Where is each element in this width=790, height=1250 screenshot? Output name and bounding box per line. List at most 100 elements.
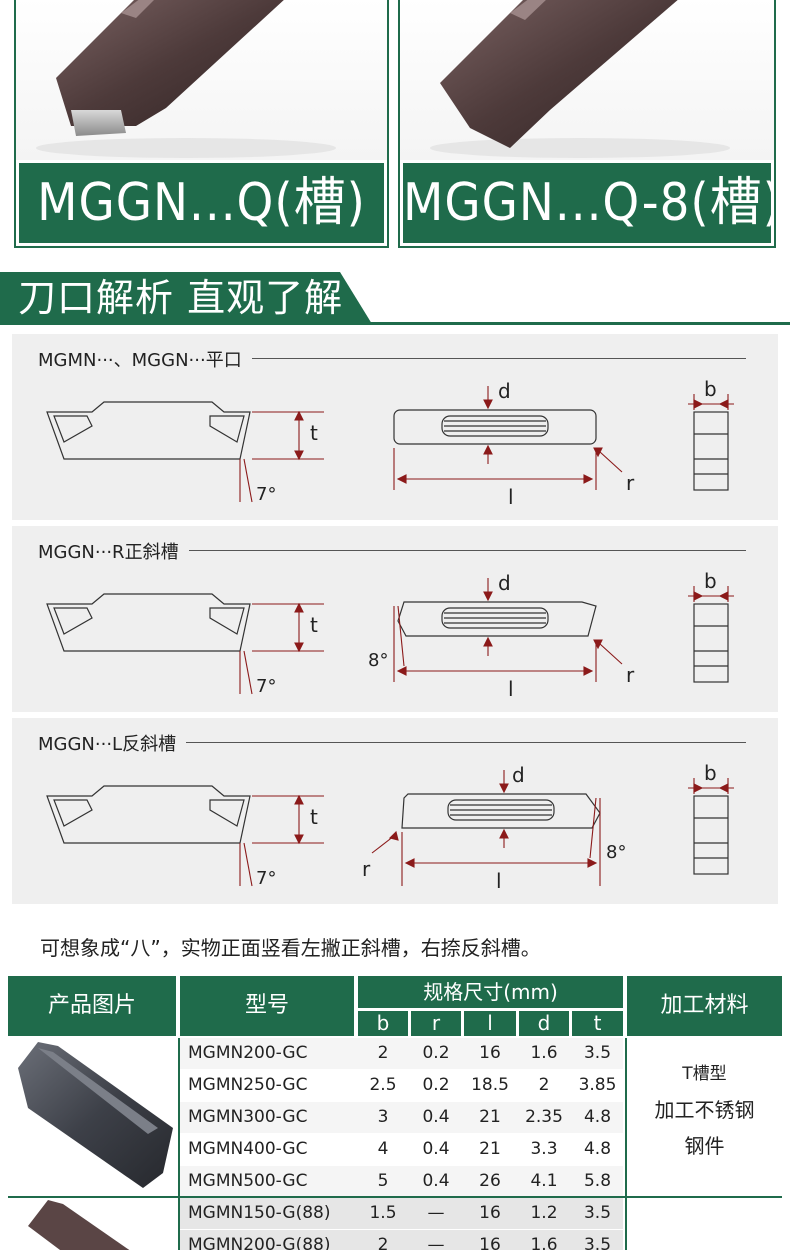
- angle-8: 8°: [606, 842, 626, 863]
- panel-divider: [38, 742, 746, 743]
- cell-model: MGMN500-GC: [188, 1171, 308, 1191]
- dim-t: t: [310, 805, 318, 829]
- panel-title: MGMN···、MGGN···平口: [38, 346, 252, 372]
- product-card-q8[interactable]: MGGN...Q-8(槽): [398, 0, 776, 248]
- cell-r: 0.2: [422, 1043, 450, 1063]
- dim-d: d: [498, 379, 511, 403]
- angle-7: 7°: [256, 868, 276, 889]
- dim-t: t: [310, 613, 318, 637]
- panel-title: MGGN···L反斜槽: [38, 730, 187, 756]
- cell-d: 2: [538, 1075, 550, 1095]
- diagram-left-slant: t 7° 8° d l r b: [46, 761, 734, 893]
- angle-7: 7°: [256, 484, 276, 505]
- cell-b: 1.5: [369, 1203, 397, 1223]
- cell-b: 4: [377, 1139, 389, 1159]
- diagram-right-slant: t 7° 8° d l r b: [46, 569, 734, 701]
- material-line: 加工不锈钢: [654, 1098, 755, 1122]
- subheader-d: d: [519, 1011, 569, 1036]
- dim-b: b: [704, 569, 717, 593]
- panel-divider: [38, 550, 746, 551]
- cell-r: 0.2: [422, 1075, 450, 1095]
- cell-l: 16: [479, 1203, 501, 1223]
- product-photo-q: [16, 0, 387, 160]
- cell-r: —: [427, 1235, 445, 1250]
- dim-d: d: [512, 763, 525, 787]
- column-divider: [625, 1038, 627, 1250]
- section-tab: [0, 272, 372, 324]
- dim-l: l: [508, 677, 514, 701]
- angle-8: 8°: [368, 650, 388, 671]
- cell-l: 18.5: [471, 1075, 509, 1095]
- diagram-panel-left-slant: MGGN···L反斜槽: [12, 718, 778, 904]
- column-divider: [178, 1038, 180, 1250]
- cell-l: 21: [479, 1107, 501, 1127]
- cell-d: 1.6: [530, 1043, 558, 1063]
- header-spec: 规格尺寸(mm): [358, 976, 623, 1008]
- dim-d: d: [498, 571, 511, 595]
- cell-b: 2: [377, 1235, 389, 1250]
- dim-b: b: [704, 377, 717, 401]
- cell-d: 1.6: [530, 1235, 558, 1250]
- cell-d: 4.1: [530, 1171, 558, 1191]
- subheader-l: l: [464, 1011, 516, 1036]
- cell-d: 3.3: [530, 1139, 558, 1159]
- cell-l: 16: [479, 1235, 501, 1250]
- cell-d: 1.2: [530, 1203, 558, 1223]
- cell-t: 3.5: [583, 1203, 612, 1223]
- cell-l: 16: [479, 1043, 501, 1063]
- material-line: T槽型: [682, 1064, 727, 1084]
- cell-model: MGMN200-GC: [188, 1043, 308, 1063]
- dim-r: r: [362, 857, 371, 881]
- material-line: 钢件: [684, 1134, 725, 1158]
- group-divider: [8, 1196, 782, 1198]
- cell-model: MGMN300-GC: [188, 1107, 308, 1127]
- cell-t: 5.8: [583, 1171, 612, 1191]
- dim-t: t: [310, 421, 318, 445]
- cell-l: 21: [479, 1139, 501, 1159]
- cell-model: MGMN150-G(88): [188, 1203, 331, 1223]
- cell-r: 0.4: [422, 1171, 450, 1191]
- product-label: MGGN...Q(槽): [19, 163, 384, 243]
- diagram-panel-right-slant: MGGN···R正斜槽: [12, 526, 778, 712]
- dim-l: l: [496, 869, 502, 893]
- cell-b: 2: [377, 1043, 389, 1063]
- cell-b: 3: [377, 1107, 389, 1127]
- cell-model: MGMN400-GC: [188, 1139, 308, 1159]
- product-card-q[interactable]: MGGN...Q(槽): [14, 0, 389, 248]
- cell-b: 5: [377, 1171, 389, 1191]
- dim-r: r: [626, 663, 635, 687]
- diagram-flat: t 7° d l r b: [46, 377, 734, 509]
- cell-model: MGMN250-GC: [188, 1075, 308, 1095]
- header-material: 加工材料: [627, 976, 782, 1036]
- cell-t: 3.85: [578, 1075, 617, 1095]
- cell-d: 2.35: [525, 1107, 563, 1127]
- slant-note: 可想象成“八”，实物正面竖看左撇正斜槽，右捺反斜槽。: [40, 936, 541, 960]
- subheader-r: r: [411, 1011, 461, 1036]
- cell-r: —: [427, 1203, 445, 1223]
- subheader-t: t: [572, 1011, 623, 1036]
- cell-t: 4.8: [583, 1107, 612, 1127]
- header-model: 型号: [180, 976, 354, 1036]
- cell-model: MGMN200-G(88): [188, 1235, 331, 1250]
- dim-b: b: [704, 761, 717, 785]
- product-image-g88: [8, 1196, 178, 1250]
- cell-t: 3.5: [583, 1235, 612, 1250]
- dim-l: l: [508, 485, 514, 509]
- diagram-panel-flat: MGMN···、MGGN···平口: [12, 334, 778, 520]
- product-label: MGGN...Q-8(槽): [403, 163, 774, 243]
- section-rule: [0, 322, 790, 325]
- product-image-gc: [8, 1038, 178, 1194]
- material-group-1: T槽型 加工不锈钢 钢件: [627, 1056, 782, 1164]
- spec-table: 产品图片 型号 规格尺寸(mm) 加工材料 b r l d t: [8, 976, 782, 1250]
- cell-b: 2.5: [369, 1075, 397, 1095]
- cell-r: 0.4: [422, 1139, 450, 1159]
- cell-l: 26: [479, 1171, 501, 1191]
- panel-title: MGGN···R正斜槽: [38, 538, 189, 564]
- dim-r: r: [626, 471, 635, 495]
- header-image: 产品图片: [8, 976, 176, 1036]
- cell-r: 0.4: [422, 1107, 450, 1127]
- product-photo-q8: [400, 0, 774, 160]
- subheader-b: b: [358, 1011, 408, 1036]
- section-header: 刀口解析 直观了解: [0, 268, 790, 326]
- cell-t: 3.5: [583, 1043, 612, 1063]
